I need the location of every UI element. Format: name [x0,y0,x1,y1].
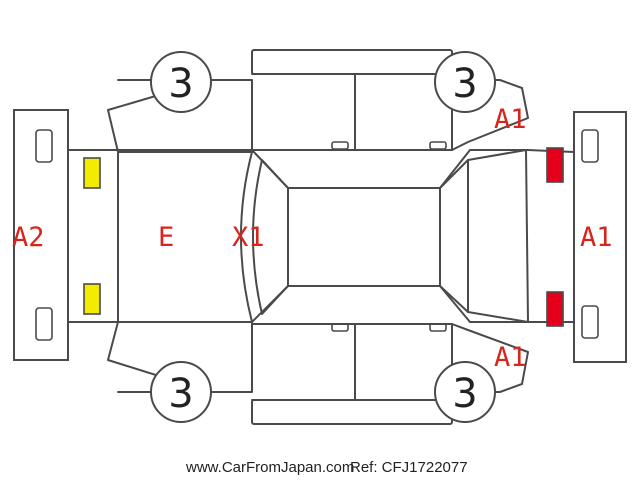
wheel-rear-right: 3 [434,361,496,423]
code-rear-top-corner: A1 [494,104,527,135]
code-rear-bumper: A1 [580,222,613,253]
wheel-rear-right-count: 3 [452,371,477,417]
wheel-front-left-count: 3 [168,61,193,107]
lower-side-panel [107,321,529,401]
headlight-upper [83,157,101,189]
footer-ref: Ref: CFJ1722077 [350,459,468,476]
code-rear-bottom-corner: A1 [494,342,527,373]
taillight-lower [546,291,564,327]
car-body-top [67,149,575,323]
top-side-strip [251,49,453,75]
wheel-rear-left: 3 [434,51,496,113]
wheel-front-right-count: 3 [168,371,193,417]
wheel-front-right: 3 [150,361,212,423]
bottom-side-strip [251,399,453,425]
headlight-lower [83,283,101,315]
wheel-front-left: 3 [150,51,212,113]
wheel-rear-left-count: 3 [452,61,477,107]
code-windshield: X1 [232,222,265,253]
footer-website: www.CarFromJapan.com [185,459,354,476]
code-hood: E [158,222,174,253]
front-bumper [13,109,69,361]
taillight-upper [546,147,564,183]
code-front-bumper: A2 [12,222,45,253]
